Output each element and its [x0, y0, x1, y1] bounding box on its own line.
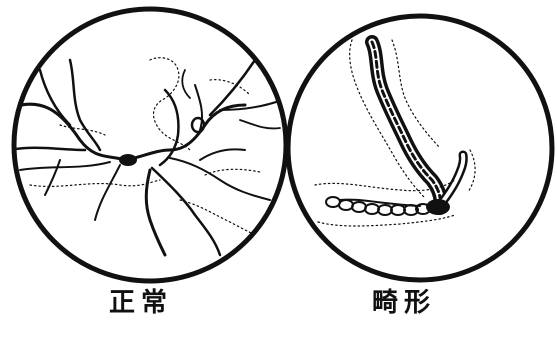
hypha-branch [5, 104, 125, 160]
normal-panel [5, 9, 286, 281]
hypha-branch [160, 90, 178, 165]
hypha-branch [125, 105, 245, 160]
hypha-branch [10, 148, 85, 150]
abnormal-panel [288, 16, 552, 280]
hypha-branch [200, 149, 245, 160]
hypha-branch [70, 60, 100, 150]
hypha-branch [40, 70, 70, 125]
hypha-branch [182, 70, 190, 98]
hypha-branch [195, 85, 202, 130]
hypha-branch [20, 162, 110, 170]
abnormal-field-circle [288, 16, 552, 280]
hypha-knot [119, 154, 137, 166]
hypha-branch [170, 158, 270, 200]
abnormal-caption: 畸形 [372, 286, 436, 320]
normal-caption: 正常 [109, 286, 173, 320]
hypha-branch [45, 160, 60, 195]
hypha-branch [95, 165, 120, 220]
hypha-branch [240, 120, 280, 128]
normal-field-circle [14, 9, 286, 281]
hypha-branch [146, 170, 165, 255]
